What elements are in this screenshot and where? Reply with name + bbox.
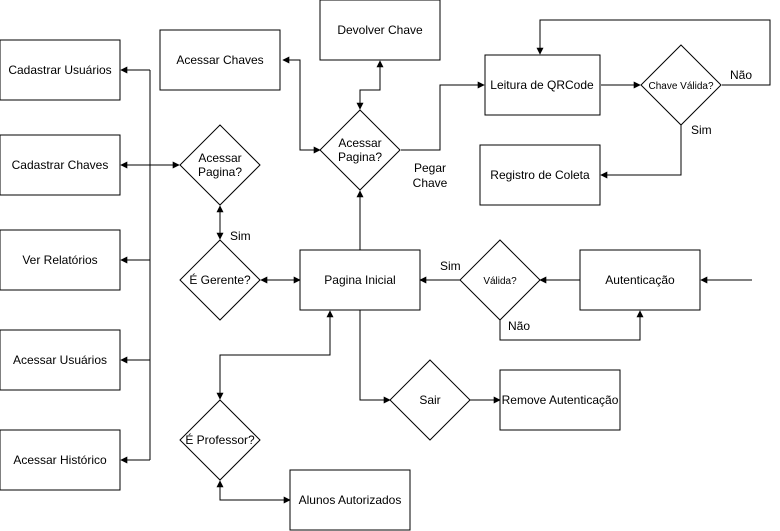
node-label-line1: Acessar <box>338 136 381 150</box>
node-label: Acessar Chaves <box>176 53 263 67</box>
edge-pegar-chave-to-leitura <box>401 81 485 151</box>
node-acessar-usuarios: Acessar Usuários <box>0 329 121 391</box>
node-label: É Professor? <box>185 432 255 447</box>
node-acessar-chaves: Acessar Chaves <box>159 29 281 91</box>
node-label-line2: Pagina? <box>338 150 382 164</box>
node-remove-autenticacao: Remove Autenticação <box>499 369 621 431</box>
edge-label-nao-chave: Não <box>730 68 752 82</box>
node-pagina-inicial: Pagina Inicial <box>299 249 421 311</box>
edge-valida-nao-to-autenticacao <box>499 310 644 341</box>
node-devolver-chave: Devolver Chave <box>319 0 441 61</box>
node-acessar-historico: Acessar Histórico <box>0 429 121 491</box>
node-label-line1: Acessar <box>198 151 241 165</box>
node-label: Ver Relatórios <box>22 253 97 267</box>
node-label: Cadastrar Chaves <box>12 158 109 172</box>
node-label: Cadastrar Usuários <box>8 63 111 77</box>
node-e-professor: É Professor? <box>179 399 261 481</box>
node-label: Devolver Chave <box>337 23 423 37</box>
node-label: Acessar Histórico <box>13 453 107 467</box>
node-ver-relatorios: Ver Relatórios <box>0 229 121 291</box>
edge-pagina-inicial-professor <box>216 310 334 400</box>
edge-label-nao-valida: Não <box>508 319 530 333</box>
node-label: Pagina Inicial <box>324 273 395 287</box>
node-registro-coleta: Registro de Coleta <box>479 144 601 206</box>
node-cadastrar-usuarios: Cadastrar Usuários <box>0 39 121 101</box>
node-label: Chave Válida? <box>648 81 713 92</box>
node-acessar-pagina-top: Acessar Pagina? <box>319 109 401 191</box>
node-label: Autenticação <box>605 273 675 287</box>
node-label-line2: Pagina? <box>198 165 242 179</box>
edge-label-pegar-chave-line1: Pegar <box>414 161 446 175</box>
edge-chave-sim-to-registro <box>600 125 682 179</box>
node-alunos-autorizados: Alunos Autorizados <box>289 469 411 531</box>
edge-pagina-inicial-to-sair <box>359 310 391 404</box>
node-label: Leitura de QRCode <box>490 78 594 92</box>
node-sair: Sair <box>389 359 471 441</box>
node-label: É Gerente? <box>189 272 251 287</box>
node-autenticacao: Autenticação <box>579 249 701 311</box>
node-label: Sair <box>419 393 440 407</box>
node-label: Registro de Coleta <box>490 168 590 182</box>
edge-label-sim-chave: Sim <box>691 123 712 137</box>
node-valida: Válida? <box>459 239 541 321</box>
edge-label-sim-valida: Sim <box>440 259 461 273</box>
edge-professor-alunos <box>216 480 291 504</box>
node-label: Acessar Usuários <box>13 353 107 367</box>
edge-label-pegar-chave-line2: Chave <box>413 176 448 190</box>
edge-chave-nao-loop <box>536 19 771 86</box>
edge-acessar-pagina-devolver-chave <box>356 60 384 110</box>
node-acessar-pagina-left: Acessar Pagina? <box>179 124 261 206</box>
node-cadastrar-chaves: Cadastrar Chaves <box>0 134 121 196</box>
node-label: Alunos Autorizados <box>299 493 402 507</box>
node-e-gerente: É Gerente? <box>179 239 261 321</box>
edge-acessar-pagina-acessar-chaves <box>282 56 321 154</box>
node-chave-valida: Chave Válida? <box>640 44 722 126</box>
node-label: Válida? <box>483 276 517 287</box>
node-label: Remove Autenticação <box>502 393 619 407</box>
node-leitura-qrcode: Leitura de QRCode <box>484 54 601 116</box>
edge-label-sim-gerente: Sim <box>230 229 251 243</box>
